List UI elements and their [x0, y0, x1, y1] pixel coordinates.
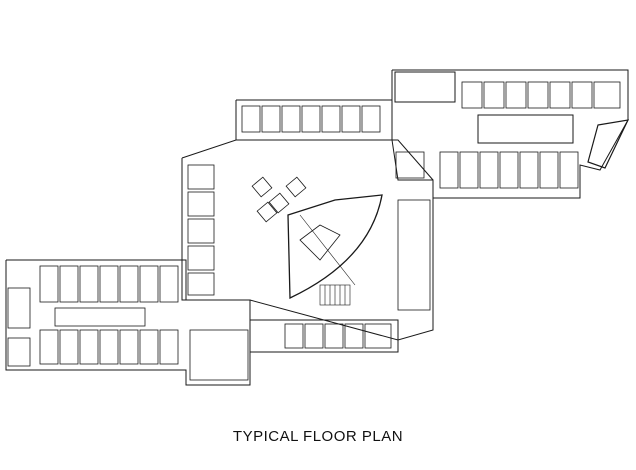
northeast-core — [477, 114, 574, 144]
core-east-block — [397, 199, 431, 311]
northeast-stair — [394, 71, 456, 103]
west-rooms-north — [39, 265, 179, 303]
atrium-curve — [287, 194, 383, 300]
elevator-bank — [251, 176, 307, 223]
west-wing-outline — [5, 259, 251, 386]
floor-plan-caption: TYPICAL FLOOR PLAN — [232, 428, 404, 445]
south-strip — [250, 319, 399, 353]
west-core — [54, 307, 146, 327]
central-stair — [395, 151, 425, 179]
west-end-room — [7, 337, 31, 367]
core-west-rooms — [187, 164, 215, 296]
northeast-wing — [391, 69, 630, 199]
west-rooms-south — [39, 329, 179, 365]
west-wing — [5, 259, 251, 386]
central-core — [181, 99, 434, 341]
south-lobby — [189, 329, 249, 381]
west-end-stair — [7, 287, 31, 329]
atrium-inner — [299, 224, 341, 261]
northeast-rooms-south — [439, 151, 579, 189]
northeast-end-wedge — [587, 119, 630, 169]
northeast-rooms-north — [461, 81, 621, 109]
atrium-diagonal — [299, 214, 356, 286]
core-outline — [181, 139, 434, 341]
north-block-rooms — [241, 105, 381, 133]
core-east-stair — [319, 284, 351, 306]
northeast-wing-outline — [391, 69, 629, 199]
